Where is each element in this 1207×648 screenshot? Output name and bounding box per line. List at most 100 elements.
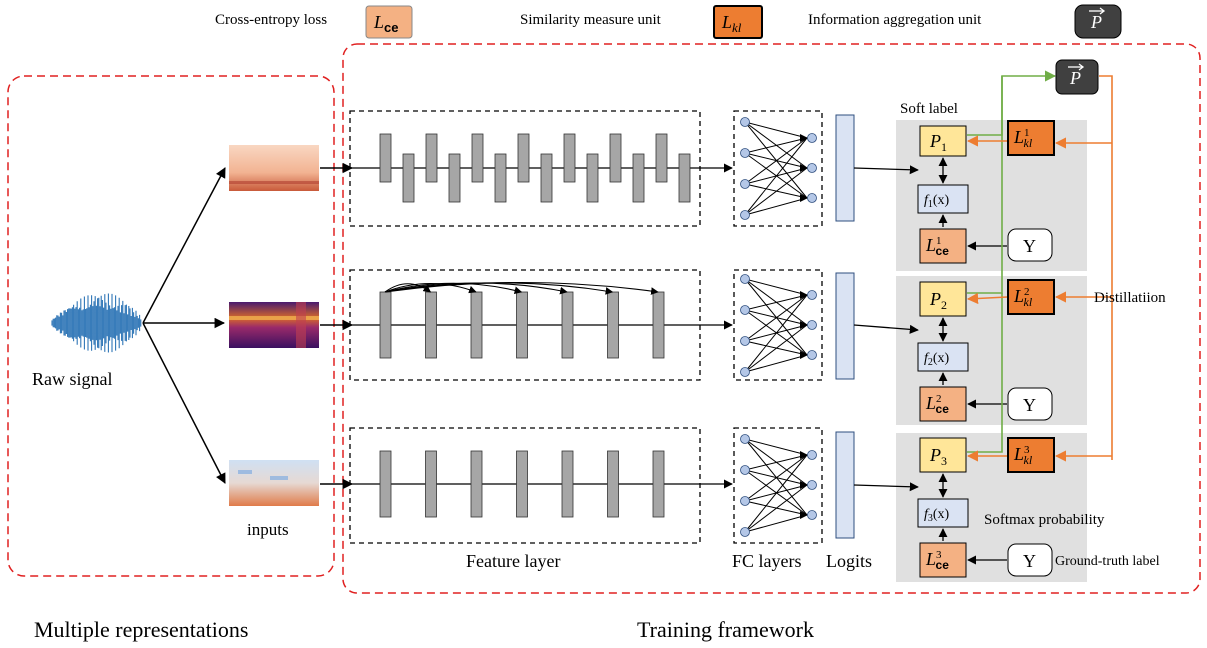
skip-connection [384, 283, 432, 293]
training-framework-panel [342, 43, 1201, 594]
aggregation-lines [967, 70, 1057, 453]
fc-node [740, 336, 750, 346]
fc-edge [744, 454, 808, 471]
logits-to-p-arrows [853, 165, 919, 492]
layer-bar [379, 291, 392, 359]
layer-bar [379, 450, 392, 518]
legend-kl-label: Similarity measure unit [520, 12, 662, 28]
fc-node [740, 179, 750, 189]
fc-arrowhead [800, 194, 808, 202]
y-label-1: Y [1023, 236, 1036, 256]
layer-bar [678, 153, 691, 203]
input-spectrogram-2 [229, 302, 319, 348]
layer-bar [516, 291, 528, 359]
softmax-annotation: Softmax probability [984, 512, 1105, 528]
layer-bar [586, 153, 599, 203]
fc-node [807, 350, 817, 360]
fc-node [740, 465, 750, 475]
fc-node [740, 274, 750, 284]
layer-bar [540, 153, 553, 203]
layer-bar [516, 450, 528, 518]
feature-layers-branch-2 [352, 291, 733, 359]
feature-layer-box-3 [349, 427, 701, 544]
fc-node [740, 367, 750, 377]
f-label-3: f3(x) [924, 507, 950, 524]
fc-network-3 [740, 434, 817, 537]
layer-bar [607, 450, 619, 518]
fc-node [807, 193, 817, 203]
ground-truth-annotation: Ground-truth label [1055, 554, 1160, 569]
layer-bar [471, 133, 484, 183]
layer-bar [379, 133, 392, 183]
fc-arrowhead [800, 481, 808, 489]
left-caption: Multiple representations [34, 617, 248, 642]
legend-ce-box [365, 5, 413, 39]
feature-layers-branch-3 [352, 450, 733, 518]
fc-arrowhead [800, 511, 808, 519]
f-box-1 [917, 184, 969, 214]
layer-bar [632, 153, 645, 203]
y-box-3 [1007, 543, 1053, 577]
skip-connections-branch-2 [384, 281, 659, 295]
fc-network-2 [740, 274, 817, 377]
fc-network-1 [740, 117, 817, 220]
fc-node [807, 450, 817, 460]
layer-bar [607, 291, 619, 359]
soft-label-annotation: Soft label [900, 101, 958, 117]
fc-edge [744, 294, 808, 373]
layer-bar [448, 153, 461, 203]
fc-edge [744, 514, 808, 533]
fc-edge [744, 137, 808, 154]
legend-ce-label: Cross-entropy loss [215, 12, 327, 28]
fc-node [740, 148, 750, 158]
logits-bar-3 [835, 431, 855, 539]
f-box-2 [917, 342, 969, 372]
y-box-1 [1007, 228, 1053, 262]
input-spectrogram-1 [229, 145, 319, 191]
fc-arrowhead [800, 351, 808, 359]
y-label-3: Y [1023, 551, 1036, 571]
fc-node [740, 527, 750, 537]
input-spectrogram-3 [229, 460, 319, 506]
p-label-2: P2 [929, 289, 947, 312]
right-caption: Training framework [637, 617, 814, 642]
fc-node [807, 290, 817, 300]
fc-edge [744, 197, 808, 216]
aggregation-box [1055, 59, 1099, 95]
layer-bar [402, 153, 415, 203]
fc-node [807, 510, 817, 520]
fc-node [740, 305, 750, 315]
fc-node [807, 320, 817, 330]
raw-signal-waveform [51, 293, 142, 353]
legend-kl-symbol: Lkl [721, 12, 742, 35]
ce-box-2 [919, 386, 967, 422]
y-box-2 [1007, 387, 1053, 421]
skip-connection [384, 282, 477, 294]
p-label-1: P1 [929, 131, 947, 154]
fc-node [740, 117, 750, 127]
kl-box-2 [1007, 279, 1055, 315]
p-label-3: P3 [929, 445, 947, 468]
fc-node [807, 163, 817, 173]
layer-bar [494, 153, 507, 203]
multiple-representations-panel [7, 75, 335, 577]
logits-label: Logits [826, 551, 872, 571]
aggregation-symbol: P [1069, 68, 1081, 88]
fc-edge [744, 137, 808, 216]
fc-edge [744, 121, 808, 139]
fc-box-1 [733, 110, 823, 227]
kl-box-1 [1007, 120, 1055, 156]
layer-bar [425, 450, 437, 518]
p-box-1 [919, 125, 967, 157]
ce-box-1 [919, 228, 967, 264]
fc-edge [744, 137, 808, 185]
ce-box-3 [919, 542, 967, 578]
fc-edge [744, 438, 808, 456]
kl-box-3 [1007, 437, 1055, 473]
legend: Cross-entropy loss Lce Similarity measur… [215, 4, 1122, 39]
layer-bar [561, 450, 574, 518]
